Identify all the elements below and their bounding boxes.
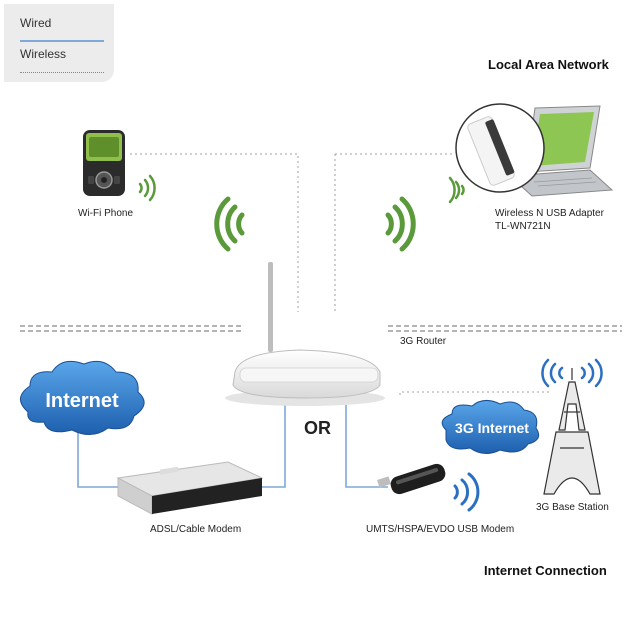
- wired-links: [77, 405, 388, 488]
- wired-link-router-usbmodem: [345, 405, 388, 488]
- label-wifi-phone: Wi-Fi Phone: [78, 208, 134, 219]
- section-title-lan: Local Area Network: [488, 57, 609, 72]
- label-router: 3G Router: [400, 336, 447, 347]
- usb-modem-signal: [453, 472, 480, 512]
- legend-wireless[interactable]: Wireless: [20, 47, 67, 61]
- legend-wired[interactable]: Wired: [20, 16, 52, 30]
- modem-device: [116, 461, 264, 515]
- wired-link-internet-modem: [77, 425, 122, 488]
- section-separators: [20, 325, 622, 332]
- router-device: [225, 262, 385, 406]
- router-signal-right: [385, 196, 416, 252]
- label-modem: ADSL/Cable Modem: [150, 524, 242, 535]
- label-usb-adapter: Wireless N USB Adapter: [495, 208, 604, 219]
- router-signal-left: [214, 196, 245, 252]
- laptop-signal: [448, 176, 465, 204]
- base-station-device: [543, 368, 601, 495]
- wifi-phone-device: [83, 130, 125, 196]
- laptop-device: [508, 105, 614, 197]
- label-base-station: 3G Base Station: [536, 502, 609, 513]
- wired-link-modem-router: [255, 405, 286, 488]
- base-station-signal: [541, 358, 603, 388]
- wireless-link-phone: [130, 153, 299, 312]
- label-usb-modem: UMTS/HSPA/EVDO USB Modem: [366, 524, 515, 535]
- label-usb-adapter-model: TL-WN721N: [495, 221, 551, 232]
- usb-modem-device: [377, 463, 446, 495]
- section-title-internet-connection: Internet Connection: [484, 563, 607, 578]
- legend-wireless-line: [20, 72, 104, 73]
- or-label: OR: [304, 418, 331, 438]
- 3g-internet-cloud: [441, 400, 540, 454]
- wireless-link-base-station: [399, 391, 552, 395]
- usb-adapter-zoom: [455, 103, 545, 193]
- internet-cloud: [20, 360, 145, 435]
- wireless-links: [130, 153, 552, 395]
- wifi-phone-signal: [138, 174, 156, 202]
- legend-box: Wired Wireless: [4, 4, 114, 82]
- legend-wired-line: [20, 40, 104, 42]
- internet-cloud-label: Internet: [45, 390, 119, 412]
- 3g-internet-cloud-label: 3G Internet: [455, 420, 529, 436]
